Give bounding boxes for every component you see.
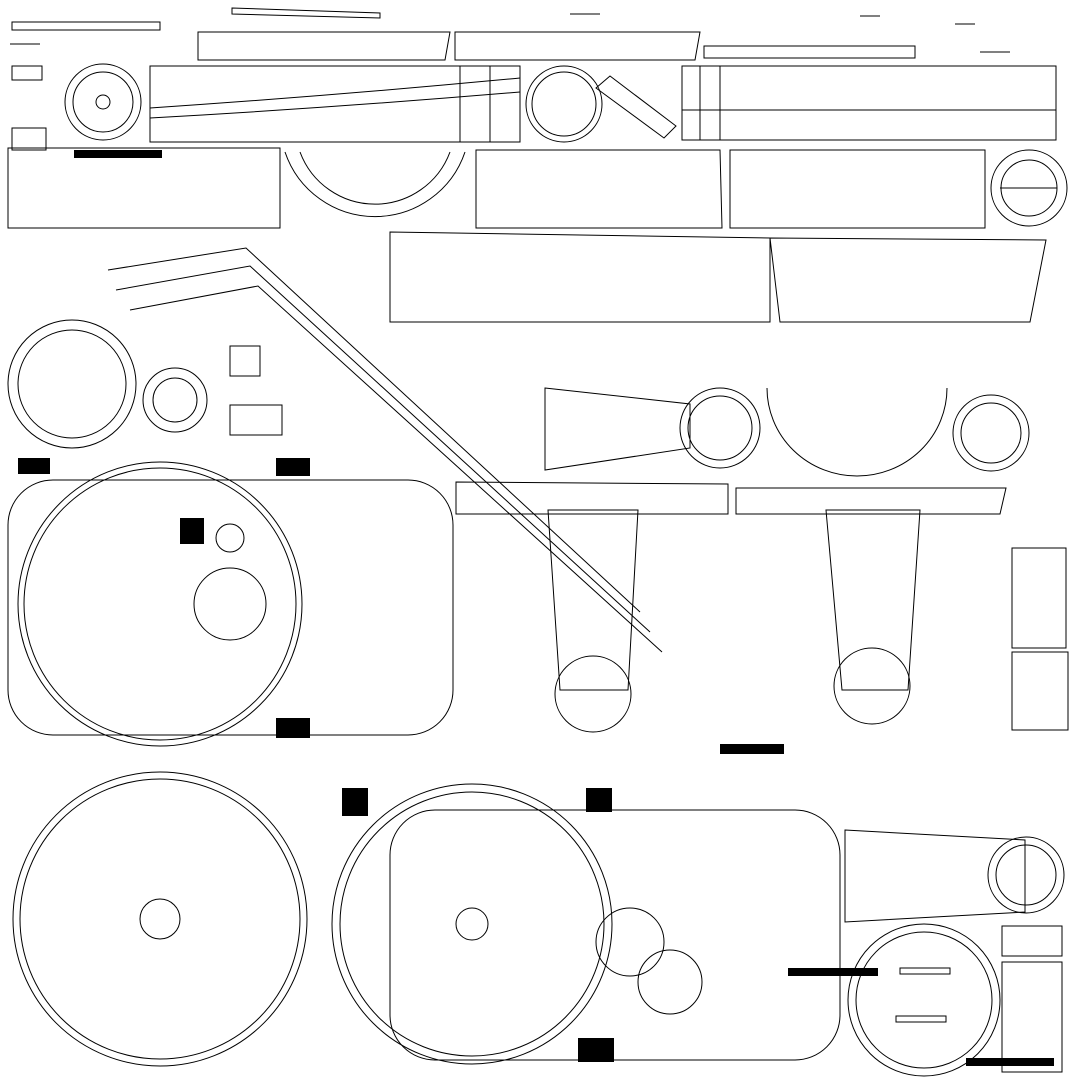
arm-and-disc-right-middle <box>545 388 1029 476</box>
small-islands-bottom-right-corner <box>1002 548 1068 1072</box>
hub-with-arm-top-middle <box>526 66 676 142</box>
tapered-columns-center <box>456 482 1006 732</box>
radial-gear-bottom-left <box>13 772 307 1066</box>
large-gear-center-left <box>8 462 453 746</box>
disc-upper-right <box>991 150 1067 226</box>
arc-band-upper-left <box>8 148 465 228</box>
round-disc-bottom-right <box>848 924 1000 1076</box>
right-panel-top <box>682 66 1056 140</box>
radial-gear-bottom-center <box>332 784 840 1064</box>
small-hub-top-left <box>12 64 141 150</box>
filled-marker-blocks <box>18 150 1054 1066</box>
ring-left-middle <box>8 320 282 448</box>
tapered-strip-bottom-right <box>845 830 1064 922</box>
long-curved-strip-top <box>150 66 520 142</box>
trapezoid-panels-row-2 <box>390 150 1046 322</box>
long-diagonal-strip <box>108 248 662 652</box>
top-strip-islands <box>10 8 1010 60</box>
